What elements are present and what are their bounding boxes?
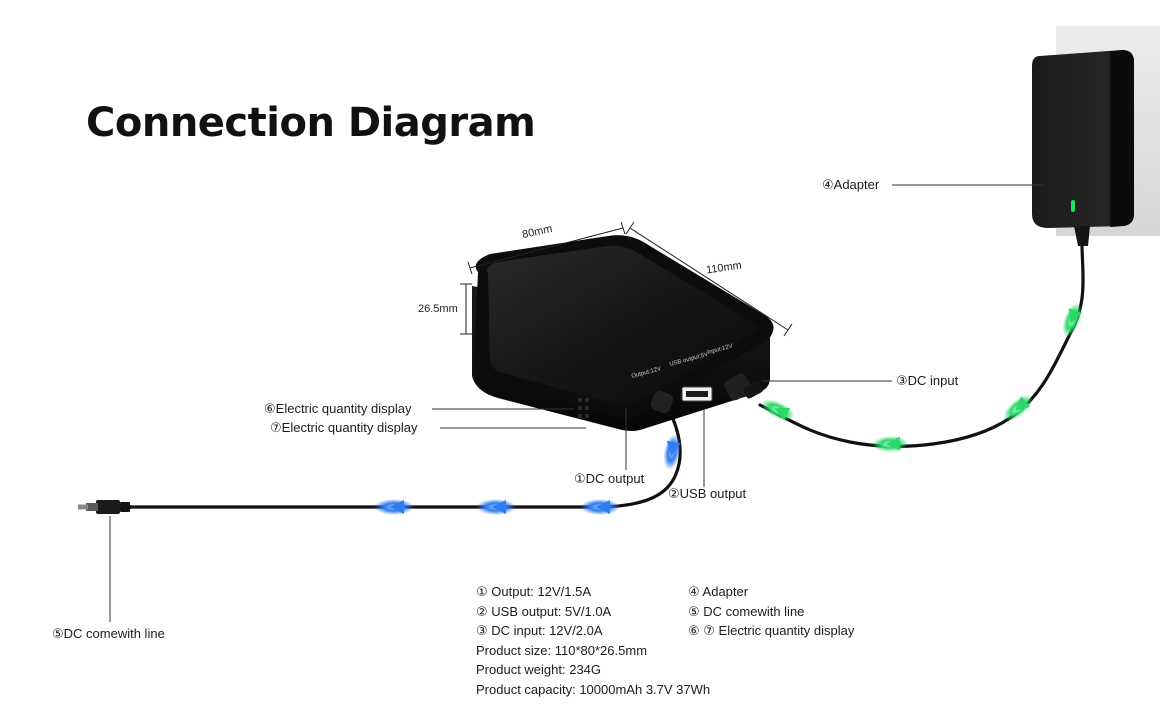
spec-electric-display: ⑥ ⑦ Electric quantity display xyxy=(688,623,855,639)
callout-dc-line: ⑤DC comewith line xyxy=(52,626,165,641)
wall-adapter xyxy=(1032,26,1160,246)
callout-dc-input: ③DC input xyxy=(896,373,959,388)
dim-line-width xyxy=(469,227,624,269)
flow-arrow-icon xyxy=(580,499,620,515)
spec-adapter: ④ Adapter xyxy=(688,584,749,599)
spec-product-size: Product size: 110*80*26.5mm xyxy=(476,642,648,658)
flow-arrow-icon xyxy=(761,399,795,421)
dc-plug-icon xyxy=(78,500,130,514)
specs-left-column: ① Output: 12V/1.5A ② USB output: 5V/1.0A… xyxy=(476,582,710,700)
spec-dc-input: ③ DC input: 12V/2.0A xyxy=(476,623,603,639)
adapter-strain-relief xyxy=(1074,226,1090,246)
spec-output: ① Output: 12V/1.5A xyxy=(476,584,592,599)
dc-output-plug xyxy=(650,390,674,414)
power-bank-device: Output:12V USB output:5V Input:12V xyxy=(472,235,774,431)
specs-right-column: ④ Adapter ⑤ DC comewith line ⑥ ⑦ Electri… xyxy=(688,582,854,641)
flow-arrow-icon xyxy=(1062,302,1082,338)
dc-output-cable xyxy=(128,400,682,509)
flow-arrow-icon xyxy=(476,499,516,515)
output-flow-arrows xyxy=(374,434,681,515)
input-flow-arrows xyxy=(761,302,1082,453)
adapter-edge xyxy=(1110,50,1134,227)
callout-usb-output: ②USB output xyxy=(668,486,747,501)
flow-arrow-icon xyxy=(872,435,908,453)
page-title: Connection Diagram xyxy=(86,100,536,146)
device-top-panel xyxy=(487,245,756,405)
adapter-cable xyxy=(758,242,1085,448)
spec-product-capacity: Product capacity: 10000mAh 3.7V 37Wh xyxy=(476,681,711,697)
leader-lines xyxy=(109,184,1044,622)
adapter-body xyxy=(1032,50,1134,228)
flow-arrow-icon xyxy=(663,434,681,470)
adapter-led xyxy=(1071,200,1075,212)
callout-dc-output: ①DC output xyxy=(574,471,645,486)
flow-arrow-icon xyxy=(1003,394,1033,422)
flow-arrow-icon xyxy=(374,499,414,515)
electric-quantity-display xyxy=(578,398,589,418)
dimension-lines xyxy=(460,221,793,337)
dim-line-length xyxy=(629,227,789,331)
spec-dc-line: ⑤ DC comewith line xyxy=(688,603,805,619)
spec-product-weight: Product weight: 234G xyxy=(476,662,602,678)
callout-electric-display-6: ⑥Electric quantity display xyxy=(264,401,412,416)
callout-electric-display-7: ⑦Electric quantity display xyxy=(270,420,418,435)
callout-adapter: ④Adapter xyxy=(822,177,880,192)
dc-input-plug xyxy=(724,373,763,401)
spec-usb-output: ② USB output: 5V/1.0A xyxy=(476,603,612,619)
dim-label-height: 26.5mm xyxy=(418,303,458,315)
